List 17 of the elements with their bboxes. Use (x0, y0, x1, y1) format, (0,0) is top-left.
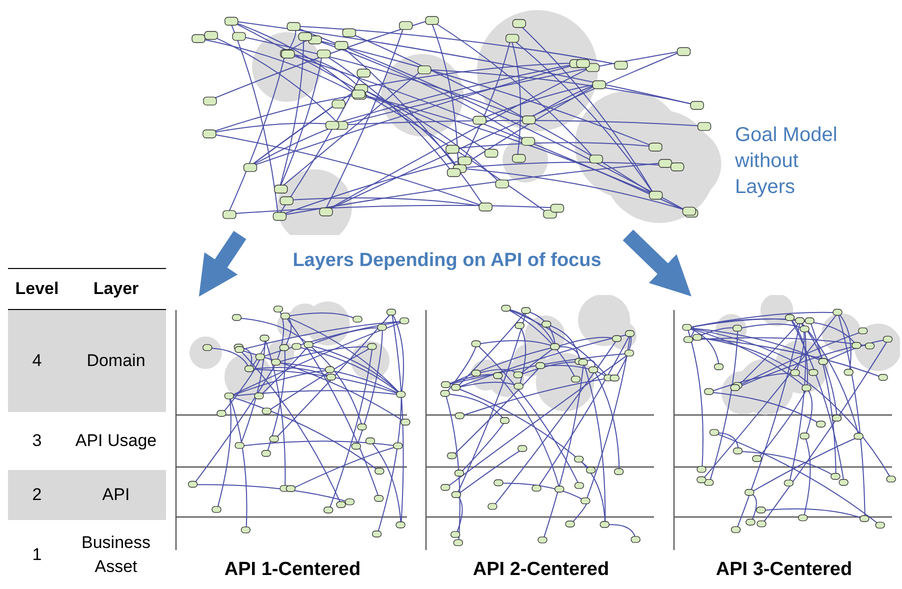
column-header: Layer (92, 278, 140, 300)
block-arrow (198, 230, 246, 297)
block-arrow (622, 230, 692, 296)
panel-caption: API 2-Centered (472, 558, 610, 582)
drawing-caption: Goal Model without Layers (735, 123, 838, 200)
diagram-title: Layers Depending on API of focus (292, 250, 602, 272)
panel-caption: API 1-Centered (223, 558, 362, 582)
layer-name: Business Asset (80, 532, 152, 578)
layer-name: API (101, 484, 131, 506)
level-number: 1 (31, 544, 43, 566)
layer-name: API Usage (74, 430, 158, 452)
panel-caption: API 3-Centered (714, 558, 854, 582)
level-number: 2 (31, 484, 43, 506)
level-number: 4 (31, 350, 43, 372)
column-header: Level (14, 278, 60, 300)
layer-name: Domain (86, 350, 146, 372)
level-number: 3 (31, 430, 43, 452)
